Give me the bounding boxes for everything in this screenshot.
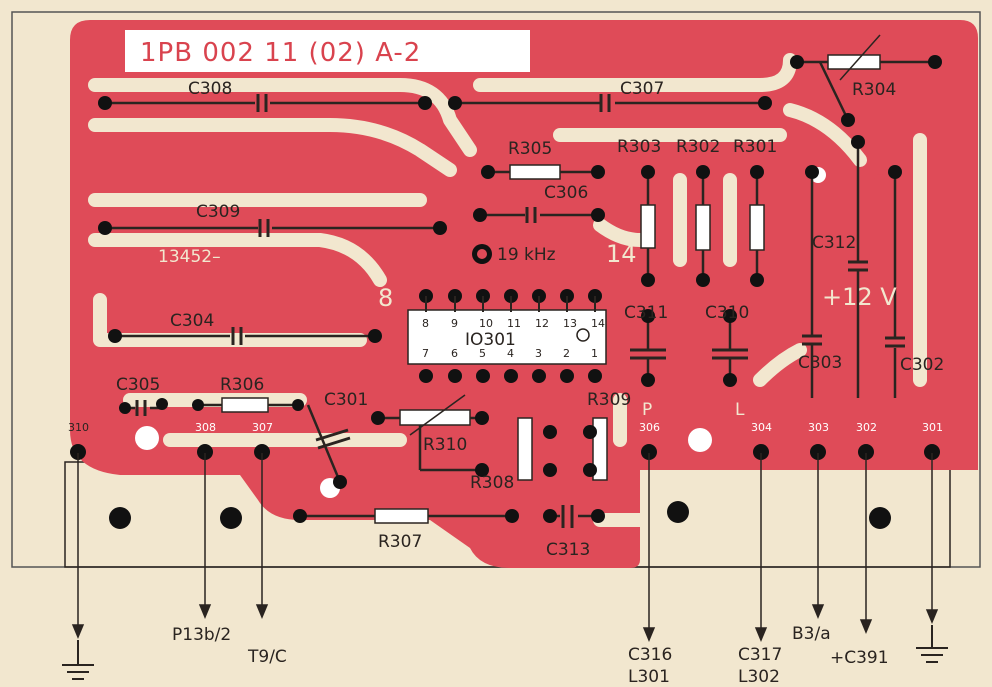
ic-pad <box>476 369 490 383</box>
ic-pin-number: 5 <box>479 347 486 360</box>
terminal-number: 301 <box>922 421 943 434</box>
label-r310: R310 <box>423 435 467 455</box>
ic-pin-number: 10 <box>479 317 493 330</box>
ic-pin-number: 14 <box>591 317 605 330</box>
label-c305: C305 <box>116 375 160 395</box>
label-c310: C310 <box>705 303 749 323</box>
label-r303: R303 <box>617 137 661 157</box>
conn-b3a: B3/a <box>792 624 831 644</box>
label-c311: C311 <box>624 303 668 323</box>
terminal-pad <box>753 444 769 460</box>
terminal-number: 308 <box>195 421 216 434</box>
ic-pin-number: 8 <box>422 317 429 330</box>
terminal-pad <box>858 444 874 460</box>
label-c308: C308 <box>188 79 232 99</box>
resistor-bodies <box>221 54 881 524</box>
mounting-holes-black <box>109 501 891 529</box>
ic-pin-number: 6 <box>451 347 458 360</box>
ic-pad <box>560 369 574 383</box>
pin-marker-right: 14 <box>606 240 637 268</box>
board-title: 1PB 002 11 (02) A-2 <box>140 38 421 68</box>
label-c302: C302 <box>900 355 944 375</box>
label-c309: C309 <box>196 202 240 222</box>
label-r301: R301 <box>733 137 777 157</box>
copper-traces <box>824 174 886 306</box>
ic-pin-number: 13 <box>563 317 577 330</box>
title-plate <box>125 30 530 72</box>
ic-pad <box>448 369 462 383</box>
serial-number: 13452– <box>158 247 221 267</box>
output-leads <box>71 453 939 642</box>
freq-label: 19 kHz <box>497 245 556 265</box>
terminal-pad <box>70 444 86 460</box>
ic-pin-number: 3 <box>535 347 542 360</box>
copper-pour <box>70 20 978 568</box>
pin-marker-left: 8 <box>378 284 393 312</box>
conn-c317: C317 <box>738 645 782 665</box>
ic-pin-number: 12 <box>535 317 549 330</box>
terminal-number: 310 <box>68 421 89 434</box>
terminal-pad <box>254 444 270 460</box>
ic-pin-number: 11 <box>507 317 521 330</box>
label-c313: C313 <box>546 540 590 560</box>
label-r308: R308 <box>470 473 514 493</box>
channel-right-label: L <box>735 400 745 420</box>
terminal-pad <box>924 444 940 460</box>
ic-outline <box>407 309 607 365</box>
capacitor-plates <box>135 94 905 528</box>
ic-pad <box>532 369 546 383</box>
label-c303: C303 <box>798 353 842 373</box>
label-c306: C306 <box>544 183 588 203</box>
conn-l302: L302 <box>738 667 780 687</box>
ic-pin-number: 7 <box>422 347 429 360</box>
ic-pins-bottom <box>419 369 602 383</box>
channel-left-label: P <box>642 400 652 420</box>
ic-pad <box>588 369 602 383</box>
label-c307: C307 <box>620 79 664 99</box>
ic-pad <box>419 369 433 383</box>
ic-pad <box>504 369 518 383</box>
ic-name: IO301 <box>465 330 516 350</box>
label-r307: R307 <box>378 532 422 552</box>
label-r305: R305 <box>508 139 552 159</box>
terminal-pads <box>70 444 940 460</box>
conn-t9c: T9/C <box>247 647 287 667</box>
label-c312: C312 <box>812 233 856 253</box>
terminal-number: 302 <box>856 421 877 434</box>
ic-pin-number: 4 <box>507 347 514 360</box>
terminal-number: 306 <box>639 421 660 434</box>
ic-pin1-marker <box>576 328 590 342</box>
terminal-number: 304 <box>751 421 772 434</box>
test-point-19khz <box>477 249 487 259</box>
conn-c391: +C391 <box>830 648 889 668</box>
ground-symbol-left <box>62 640 94 680</box>
conn-p13b2: P13b/2 <box>172 625 231 645</box>
terminal-pad <box>197 444 213 460</box>
terminal-number: 303 <box>808 421 829 434</box>
isolation-gaps <box>88 53 927 527</box>
label-r309: R309 <box>587 390 631 410</box>
label-r304: R304 <box>852 80 896 100</box>
terminal-number: 307 <box>252 421 273 434</box>
supply-label: +12 V <box>822 283 897 311</box>
conn-l301: L301 <box>628 667 670 687</box>
terminal-pad <box>641 444 657 460</box>
terminal-pad <box>810 444 826 460</box>
trimmer-arrows <box>409 34 881 436</box>
ground-symbol-right <box>916 625 948 663</box>
ic-pins-top <box>419 289 602 312</box>
label-r302: R302 <box>676 137 720 157</box>
ic-pin-number: 9 <box>451 317 458 330</box>
solder-pads <box>98 55 942 523</box>
conn-c316: C316 <box>628 645 672 665</box>
ic-pin-number: 2 <box>563 347 570 360</box>
label-c304: C304 <box>170 311 214 331</box>
label-c301: C301 <box>324 390 368 410</box>
label-r306: R306 <box>220 375 264 395</box>
ic-pin-number: 1 <box>591 347 598 360</box>
